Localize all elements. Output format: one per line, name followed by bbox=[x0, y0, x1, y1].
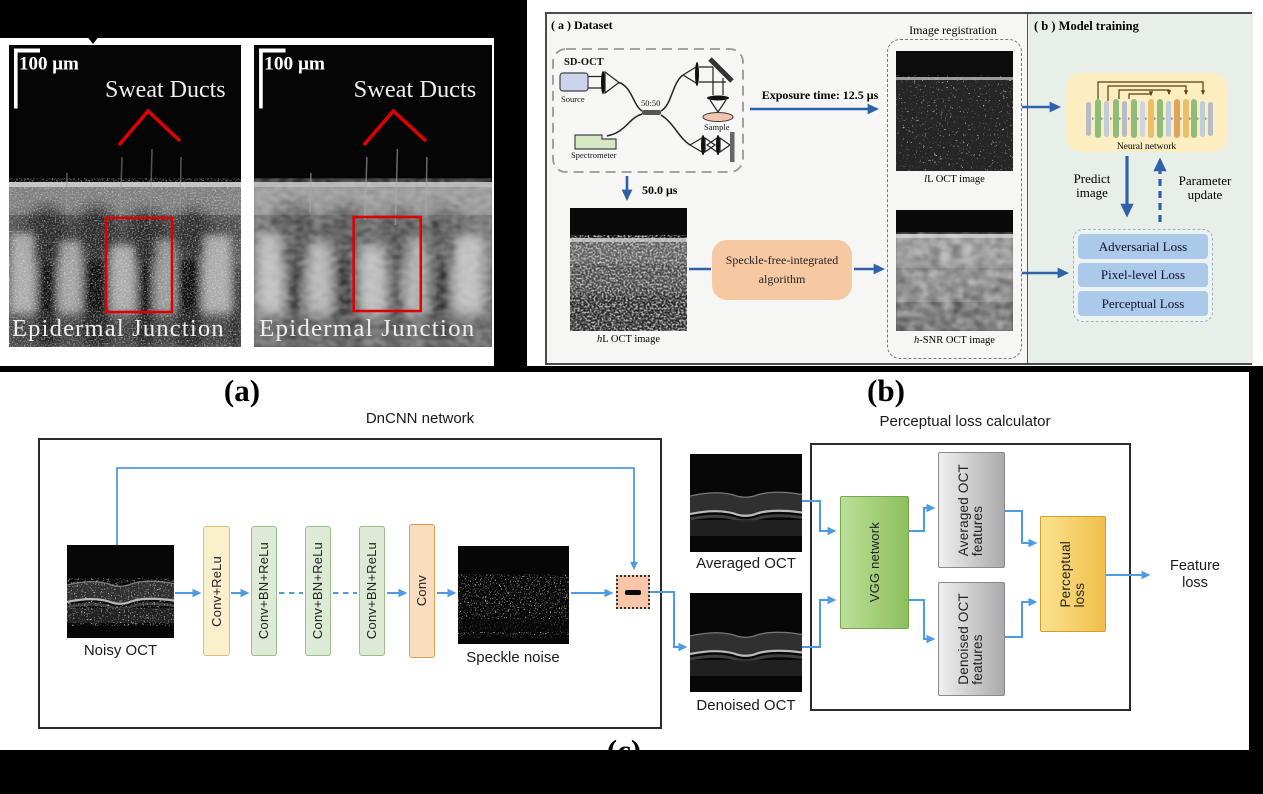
svg-text:100 μm: 100 μm bbox=[19, 54, 79, 75]
svg-text:SD-OCT: SD-OCT bbox=[564, 57, 604, 68]
svg-text:Sweat Ducts: Sweat Ducts bbox=[105, 77, 226, 103]
svg-text:50:50: 50:50 bbox=[641, 98, 660, 108]
svg-text:Epidermal Junction: Epidermal Junction bbox=[259, 315, 475, 342]
svg-text:Source: Source bbox=[561, 94, 585, 104]
svg-text:Sample: Sample bbox=[704, 122, 730, 132]
svg-text:Spectrometer: Spectrometer bbox=[571, 150, 616, 160]
svg-text:Sweat Ducts: Sweat Ducts bbox=[354, 76, 477, 103]
svg-text:Epidermal Junction: Epidermal Junction bbox=[12, 315, 225, 342]
svg-text:100 μm: 100 μm bbox=[264, 54, 325, 75]
